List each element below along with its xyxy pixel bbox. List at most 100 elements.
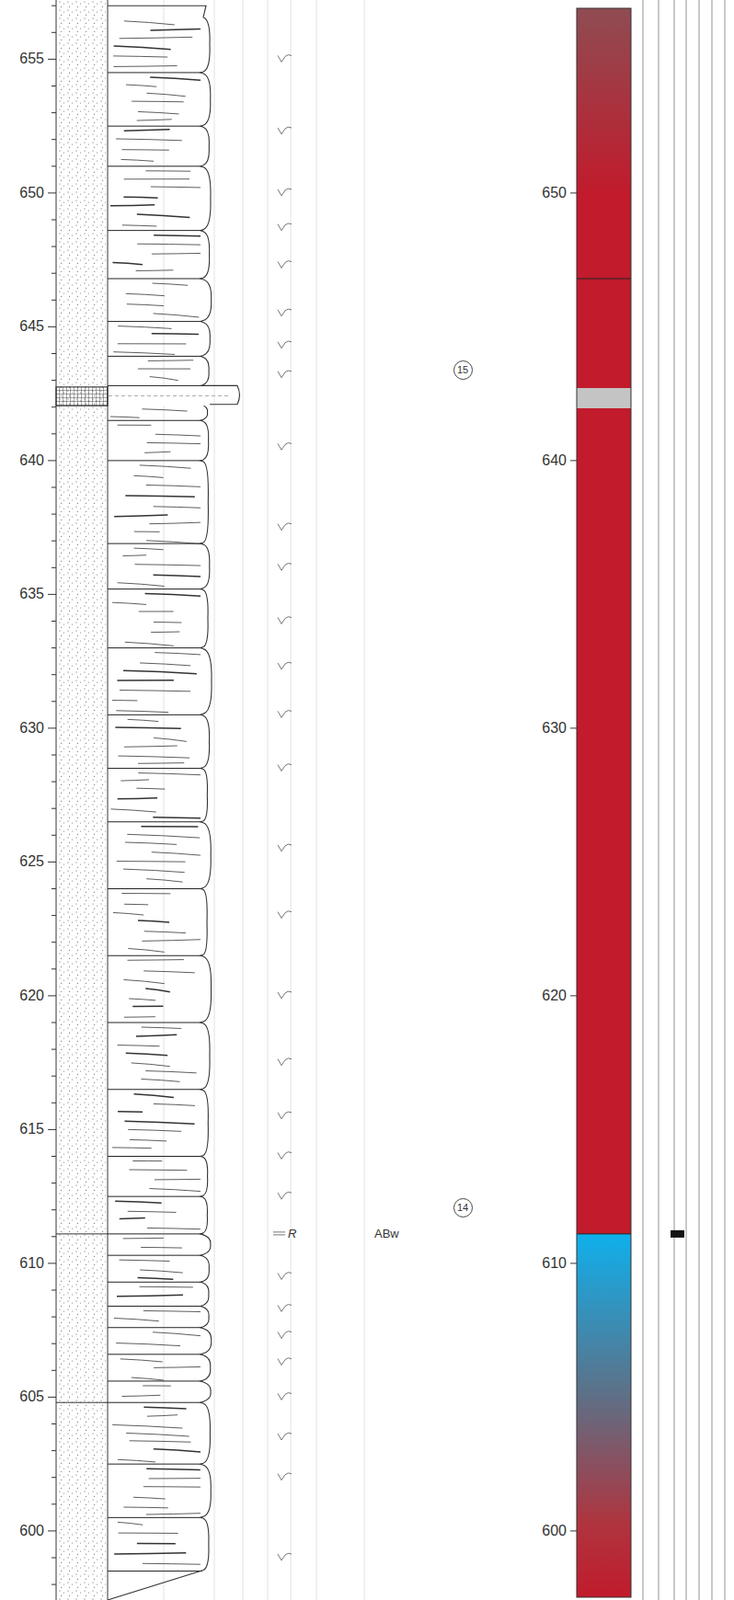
track-line: [658, 0, 660, 1600]
bed-boundary: [56, 1402, 108, 1404]
cross-lamination: [123, 196, 158, 199]
depth-number: 610: [19, 1256, 45, 1272]
cross-lamination: [110, 809, 156, 813]
axis-tick: [51, 620, 57, 622]
bed-boundary: [107, 1327, 203, 1329]
depth-number: 635: [19, 586, 45, 602]
axis-tick: [51, 1370, 57, 1372]
cross-lamination: [127, 1129, 182, 1132]
cross-lamination: [113, 352, 175, 356]
axis-tick: [51, 433, 57, 435]
cross-lamination: [121, 149, 169, 151]
cross-lamination: [124, 21, 175, 25]
cross-lamination: [114, 515, 168, 517]
axis-tick: [51, 379, 57, 381]
rhizolith-label: R: [287, 1227, 297, 1240]
ash-bed: [108, 387, 210, 406]
cross-lamination: [135, 564, 201, 566]
cross-lamination: [120, 1359, 163, 1363]
cross-lamination: [118, 1260, 170, 1262]
callout-circle: 14: [453, 1198, 473, 1218]
cross-lamination: [149, 29, 201, 31]
axis-tick: [51, 138, 57, 140]
root-trace: [277, 1331, 292, 1340]
column-edge: [107, 0, 109, 1600]
cross-lamination: [154, 653, 201, 655]
track-line: [724, 0, 726, 1600]
cross-lamination: [145, 170, 191, 172]
bed-boundary: [107, 955, 203, 957]
callout-number: 14: [457, 1203, 469, 1214]
cross-lamination: [142, 1563, 201, 1566]
depth-number: 620: [19, 988, 45, 1004]
root-trace: [277, 443, 292, 451]
cross-lamination: [123, 1507, 168, 1510]
callout-number: 15: [457, 365, 469, 376]
axis-tick: [51, 888, 57, 890]
cross-lamination: [146, 540, 201, 545]
root-trace: [277, 1192, 292, 1200]
axis-tick: [51, 700, 57, 702]
cross-lamination: [119, 1217, 146, 1220]
colour-boundary: [576, 278, 631, 280]
bed-boundary: [107, 321, 203, 322]
axis-tick: [47, 861, 57, 863]
cross-lamination: [117, 798, 158, 800]
cross-lamination: [117, 756, 190, 758]
axis-tick: [570, 1530, 577, 1532]
cross-lamination: [145, 594, 201, 597]
depth-number: 650: [541, 185, 567, 201]
cross-lamination: [124, 745, 178, 747]
bed-boundary: [107, 355, 203, 357]
cross-lamination: [137, 773, 201, 776]
axis-tick: [51, 1584, 57, 1586]
cross-lamination: [124, 178, 190, 180]
cross-lamination: [121, 159, 155, 161]
cross-lamination: [117, 1522, 143, 1526]
cross-lamination: [149, 1478, 201, 1480]
cross-lamination: [150, 186, 201, 189]
cross-lamination: [146, 484, 201, 487]
cross-lamination: [123, 554, 148, 557]
axis-tick: [51, 915, 57, 917]
bed-boundary: [107, 1233, 203, 1235]
root-trace: [277, 617, 292, 625]
root-trace: [277, 309, 292, 317]
root-trace: [277, 1058, 292, 1067]
cross-lamination: [145, 1071, 196, 1074]
horizon-label: ABw: [374, 1227, 400, 1240]
root-trace: [277, 1273, 292, 1281]
cross-lamination: [133, 1497, 166, 1500]
bed-boundary: [107, 126, 203, 127]
cross-lamination: [121, 893, 171, 895]
cross-lamination: [128, 998, 156, 1001]
depth-number: 640: [19, 453, 45, 469]
bed-boundary: [107, 229, 203, 231]
colour-column: [576, 8, 631, 1598]
cross-lamination: [114, 727, 181, 729]
bed-boundary: [107, 888, 203, 890]
cross-lamination: [124, 904, 149, 907]
cross-lamination: [127, 959, 184, 962]
cross-lamination: [127, 948, 164, 952]
rhizolith-mark: [273, 1232, 286, 1236]
cross-lamination: [116, 679, 173, 682]
cross-lamination: [125, 842, 177, 845]
cross-lamination: [137, 368, 191, 370]
axis-tick: [47, 1397, 57, 1399]
cross-lamination: [123, 1238, 164, 1240]
cross-lamination: [144, 931, 186, 934]
cross-lamination: [151, 852, 201, 856]
grid-line: [214, 0, 216, 1600]
root-trace: [277, 223, 292, 231]
bed-boundary: [107, 71, 203, 73]
axis-tick: [51, 1477, 57, 1479]
cross-lamination: [127, 1211, 177, 1213]
ash-hatch: [56, 387, 108, 406]
axis-tick: [51, 1022, 57, 1024]
colour-gradient: [576, 8, 631, 194]
root-trace: [277, 1358, 292, 1366]
root-trace: [277, 1473, 292, 1481]
cross-lamination: [143, 1407, 186, 1410]
cross-lamination: [117, 1459, 156, 1463]
